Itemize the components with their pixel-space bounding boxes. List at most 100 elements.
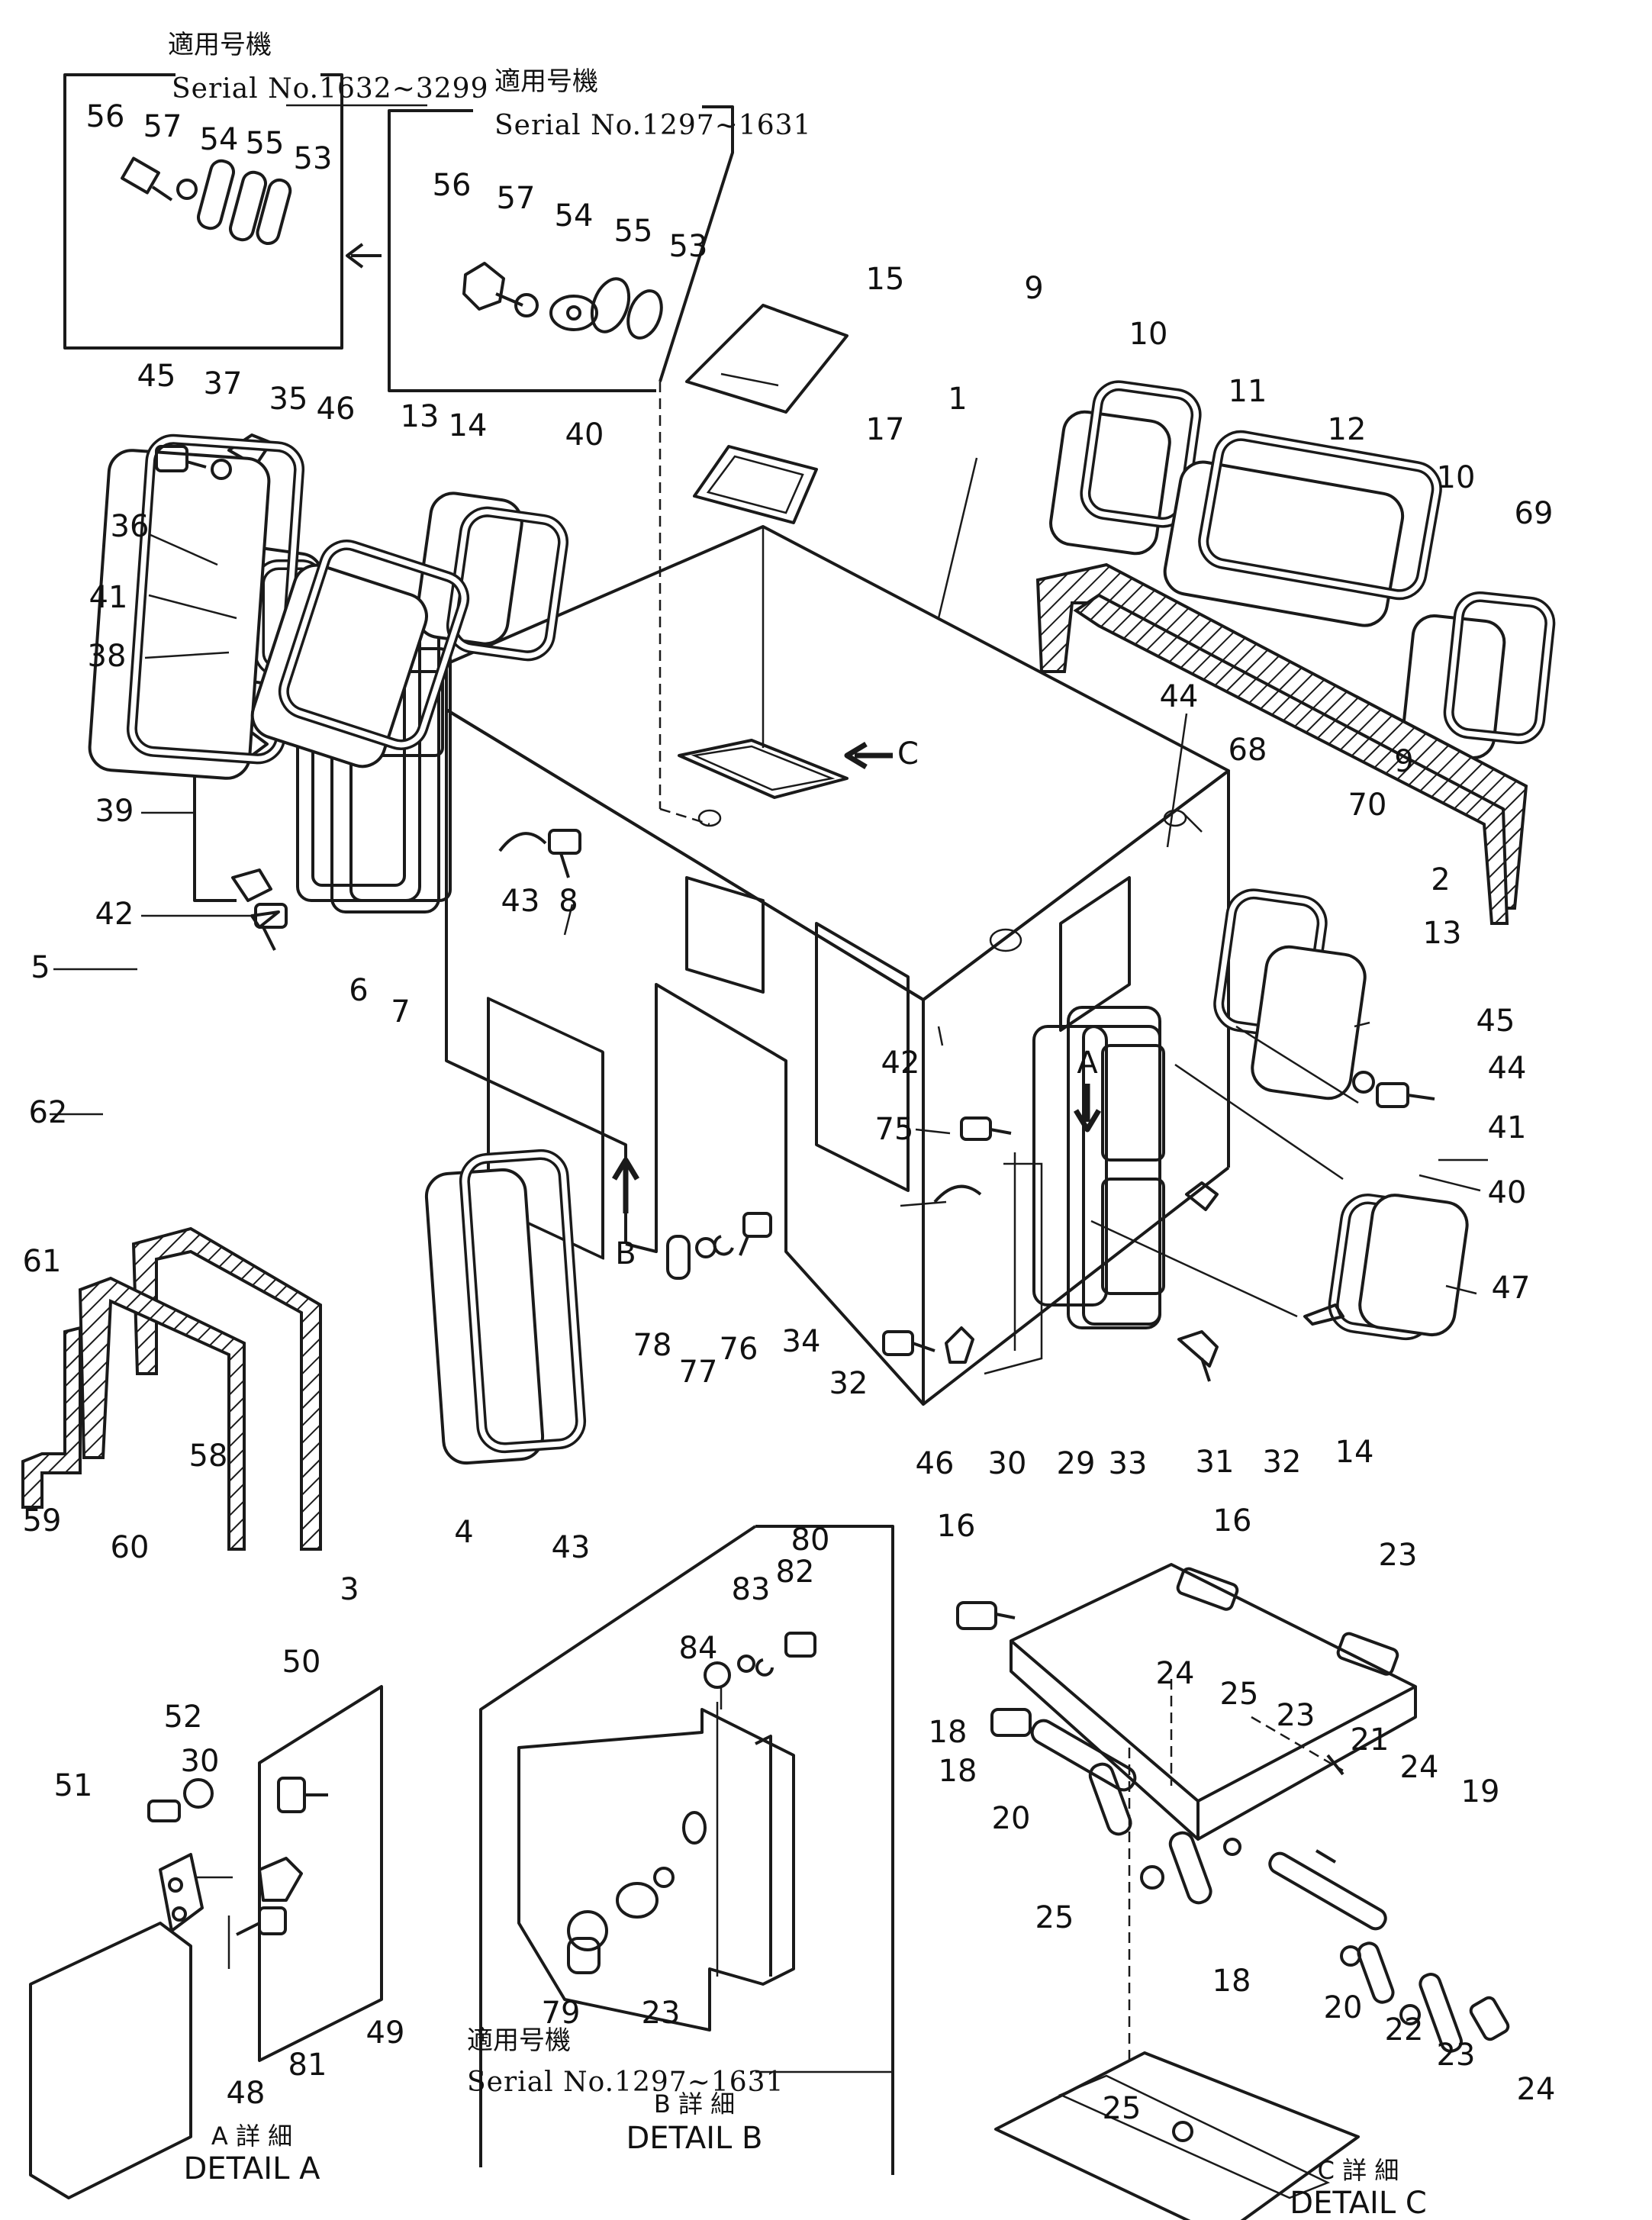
roof-hatch-cover [685,304,849,414]
callout-20: 20 [992,1801,1031,1836]
callout-80: 80 [791,1522,830,1558]
callout-56: 56 [433,168,472,203]
detail-caption-c-en: DETAIL C [1290,2186,1427,2220]
view-marker-a: A [1073,1046,1102,1133]
serial-box-1: 適用号機 Serial No.1632~3299 [63,30,489,350]
callout-45: 45 [137,359,176,394]
callout-18: 18 [929,1715,968,1750]
callout-61: 61 [23,1244,62,1279]
detail-caption-b-jp: B 詳 細 [654,2090,735,2119]
callout-18: 18 [1212,1964,1251,1999]
callout-46: 46 [317,391,356,427]
callout-18: 18 [939,1754,977,1789]
callout-24: 24 [1156,1656,1195,1691]
callout-46: 46 [916,1446,955,1481]
callout-36: 36 [111,509,150,544]
rear-seal-strips [1035,562,1528,925]
callout-43: 43 [552,1530,591,1565]
callout-81: 81 [288,2048,327,2083]
callout-30: 30 [988,1446,1027,1481]
callout-79: 79 [542,1996,581,2031]
callout-57: 57 [143,109,182,144]
callout-23: 23 [1379,1538,1418,1573]
callout-24: 24 [1517,2072,1556,2107]
callout-83: 83 [732,1572,771,1607]
detail-a [29,1685,383,2199]
callout-19: 19 [1461,1774,1500,1809]
detail-caption-c-jp: C 詳 細 [1318,2156,1399,2185]
view-marker-c-label: C [897,736,919,772]
detail-b [479,1525,894,2175]
callout-17: 17 [866,412,905,447]
callout-29: 29 [1057,1446,1096,1481]
callout-37: 37 [204,366,243,401]
left-bolt-39 [254,903,288,951]
small-hardware [498,829,1344,1382]
callout-49: 49 [366,2015,405,2051]
callout-53: 53 [294,141,333,176]
callout-10: 10 [1129,317,1168,352]
callout-40: 40 [565,417,604,453]
callout-2: 2 [1431,862,1450,897]
callout-70: 70 [1348,788,1387,823]
callout-31: 31 [1196,1445,1235,1480]
callout-16: 16 [937,1509,976,1544]
serial-box-1-jp: 適用号機 [168,30,272,60]
callout-40: 40 [1488,1175,1527,1210]
callout-13: 13 [1423,916,1462,951]
detail-caption-a-en: DETAIL A [184,2151,321,2186]
callout-54: 54 [200,122,239,157]
callout-16: 16 [1213,1503,1252,1539]
callout-33: 33 [1109,1446,1148,1481]
callout-68: 68 [1229,733,1267,768]
callout-15: 15 [866,262,905,297]
serial-box-2: 適用号機 Serial No.1297~1631 [388,66,812,392]
detail-caption-a-jp: A 詳 細 [211,2122,292,2151]
callout-7: 7 [391,994,410,1029]
callout-9: 9 [1394,744,1413,779]
serial-box-2-jp: 適用号機 [494,66,598,97]
callout-25: 25 [1035,1900,1074,1935]
detail-b-serial: 適用号機 Serial No.1297~1631 [467,2025,893,2098]
detail-caption-b-en: DETAIL B [626,2121,762,2156]
callout-58: 58 [189,1439,228,1474]
callout-1: 1 [948,382,967,417]
callout-44: 44 [1160,679,1199,714]
front-windows [88,433,587,1465]
bolt-group-old [121,156,292,246]
callout-32: 32 [829,1366,868,1401]
callout-14: 14 [1335,1435,1374,1470]
callout-41: 41 [1488,1110,1527,1145]
serial-box-1-serial: Serial No.1632~3299 [172,73,489,105]
callout-6: 6 [349,973,368,1008]
callout-30: 30 [181,1744,220,1779]
callout-56: 56 [86,99,125,134]
detail-caption-b: B 詳 細 DETAIL B [626,2090,762,2156]
callout-24: 24 [1400,1750,1439,1785]
serial-box-2-serial: Serial No.1297~1631 [494,110,812,141]
callout-23: 23 [1277,1698,1315,1733]
callout-62: 62 [29,1095,68,1130]
callout-75: 75 [875,1112,914,1147]
leader-lines [50,457,1488,1295]
detail-b-serial-text: Serial No.1297~1631 [467,2067,784,2098]
view-marker-c: C [844,736,919,772]
callout-23: 23 [1437,2038,1476,2073]
detail-caption-c: C 詳 細 DETAIL C [1290,2156,1427,2220]
callout-12: 12 [1328,412,1367,447]
view-marker-a-label: A [1077,1046,1098,1081]
callout-25: 25 [1103,2091,1142,2126]
detail-c [956,1563,1510,2220]
callout-43: 43 [501,884,540,919]
callout-32: 32 [1263,1445,1302,1480]
callout-21: 21 [1351,1722,1390,1758]
callout-13: 13 [401,399,440,434]
callout-14: 14 [449,408,488,443]
detail-b-serial-jp: 適用号機 [467,2025,571,2056]
callout-38: 38 [88,639,127,674]
callout-9: 9 [1024,271,1043,306]
callout-8: 8 [559,884,578,919]
callout-76: 76 [720,1332,758,1367]
